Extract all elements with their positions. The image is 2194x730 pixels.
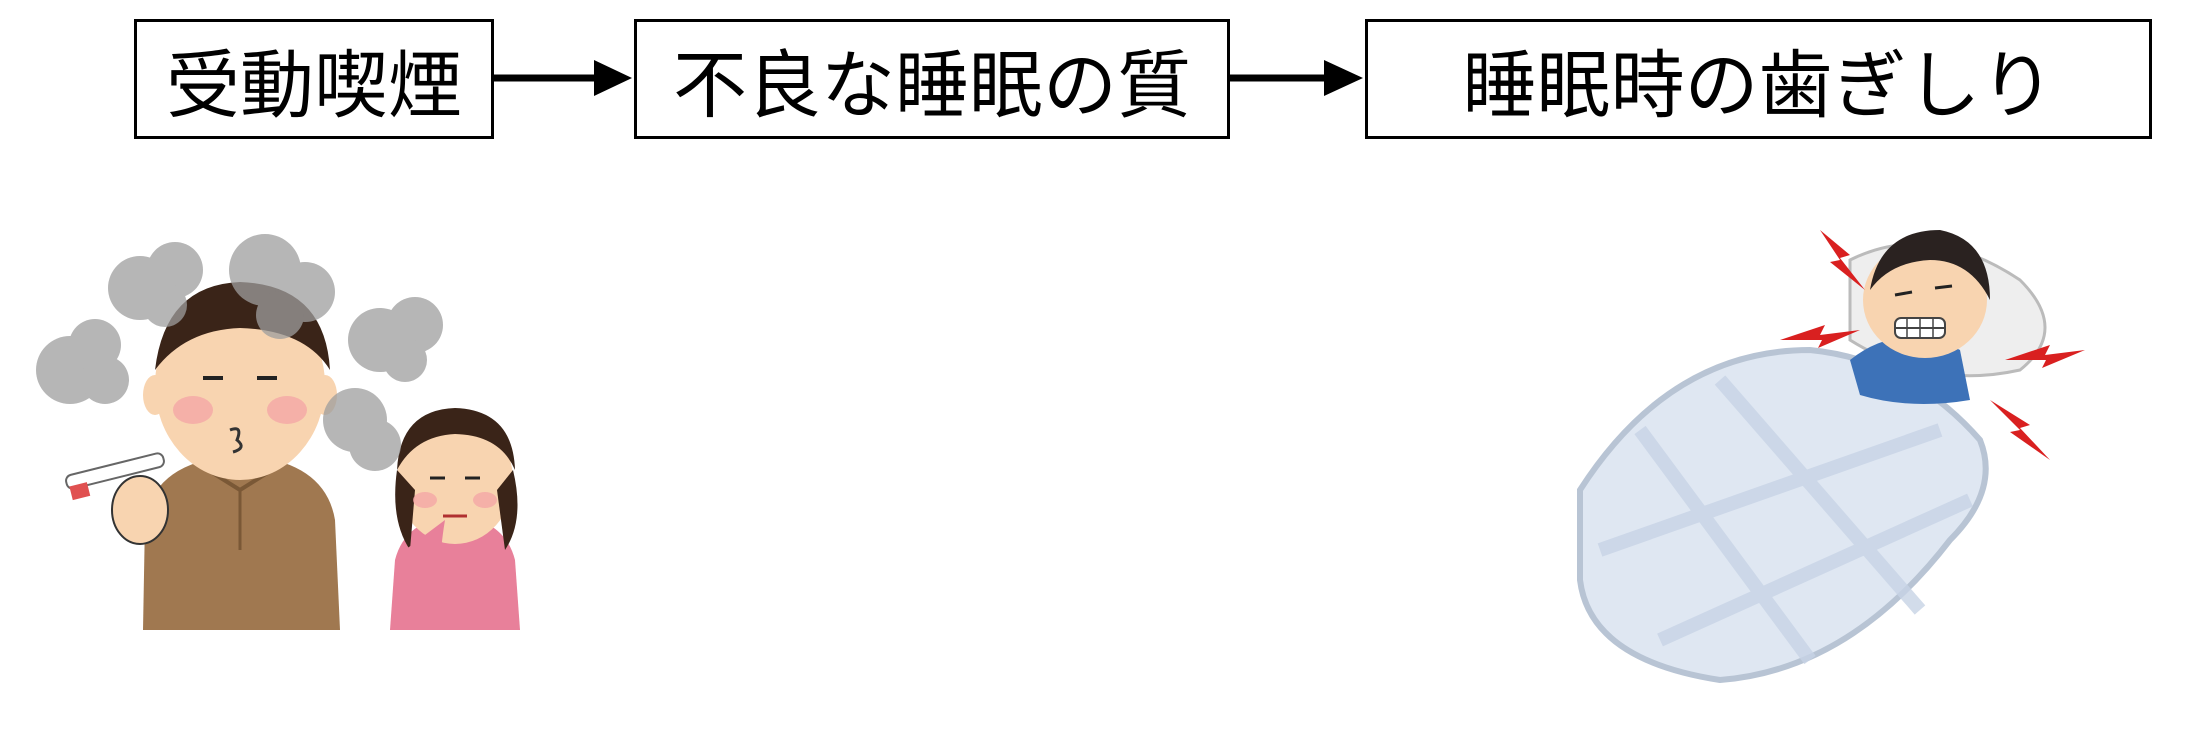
arrow-1-to-2 [494,60,632,96]
arrow-2-to-3 [1230,60,1363,96]
flow-node-label: 不良な睡眠の質 [673,42,1191,129]
sleep-bruxism-illustration [1577,230,2085,684]
flow-node-passive-smoking: 受動喫煙 [134,19,494,139]
passive-smoking-illustration [36,234,520,630]
flow-node-label: 睡眠時の歯ぎしり [1462,42,2055,129]
flow-arrows [494,60,1363,96]
flow-node-label: 受動喫煙 [166,42,462,129]
flow-node-sleep-bruxism: 睡眠時の歯ぎしり [1365,19,2152,139]
flow-node-poor-sleep-quality: 不良な睡眠の質 [634,19,1230,139]
